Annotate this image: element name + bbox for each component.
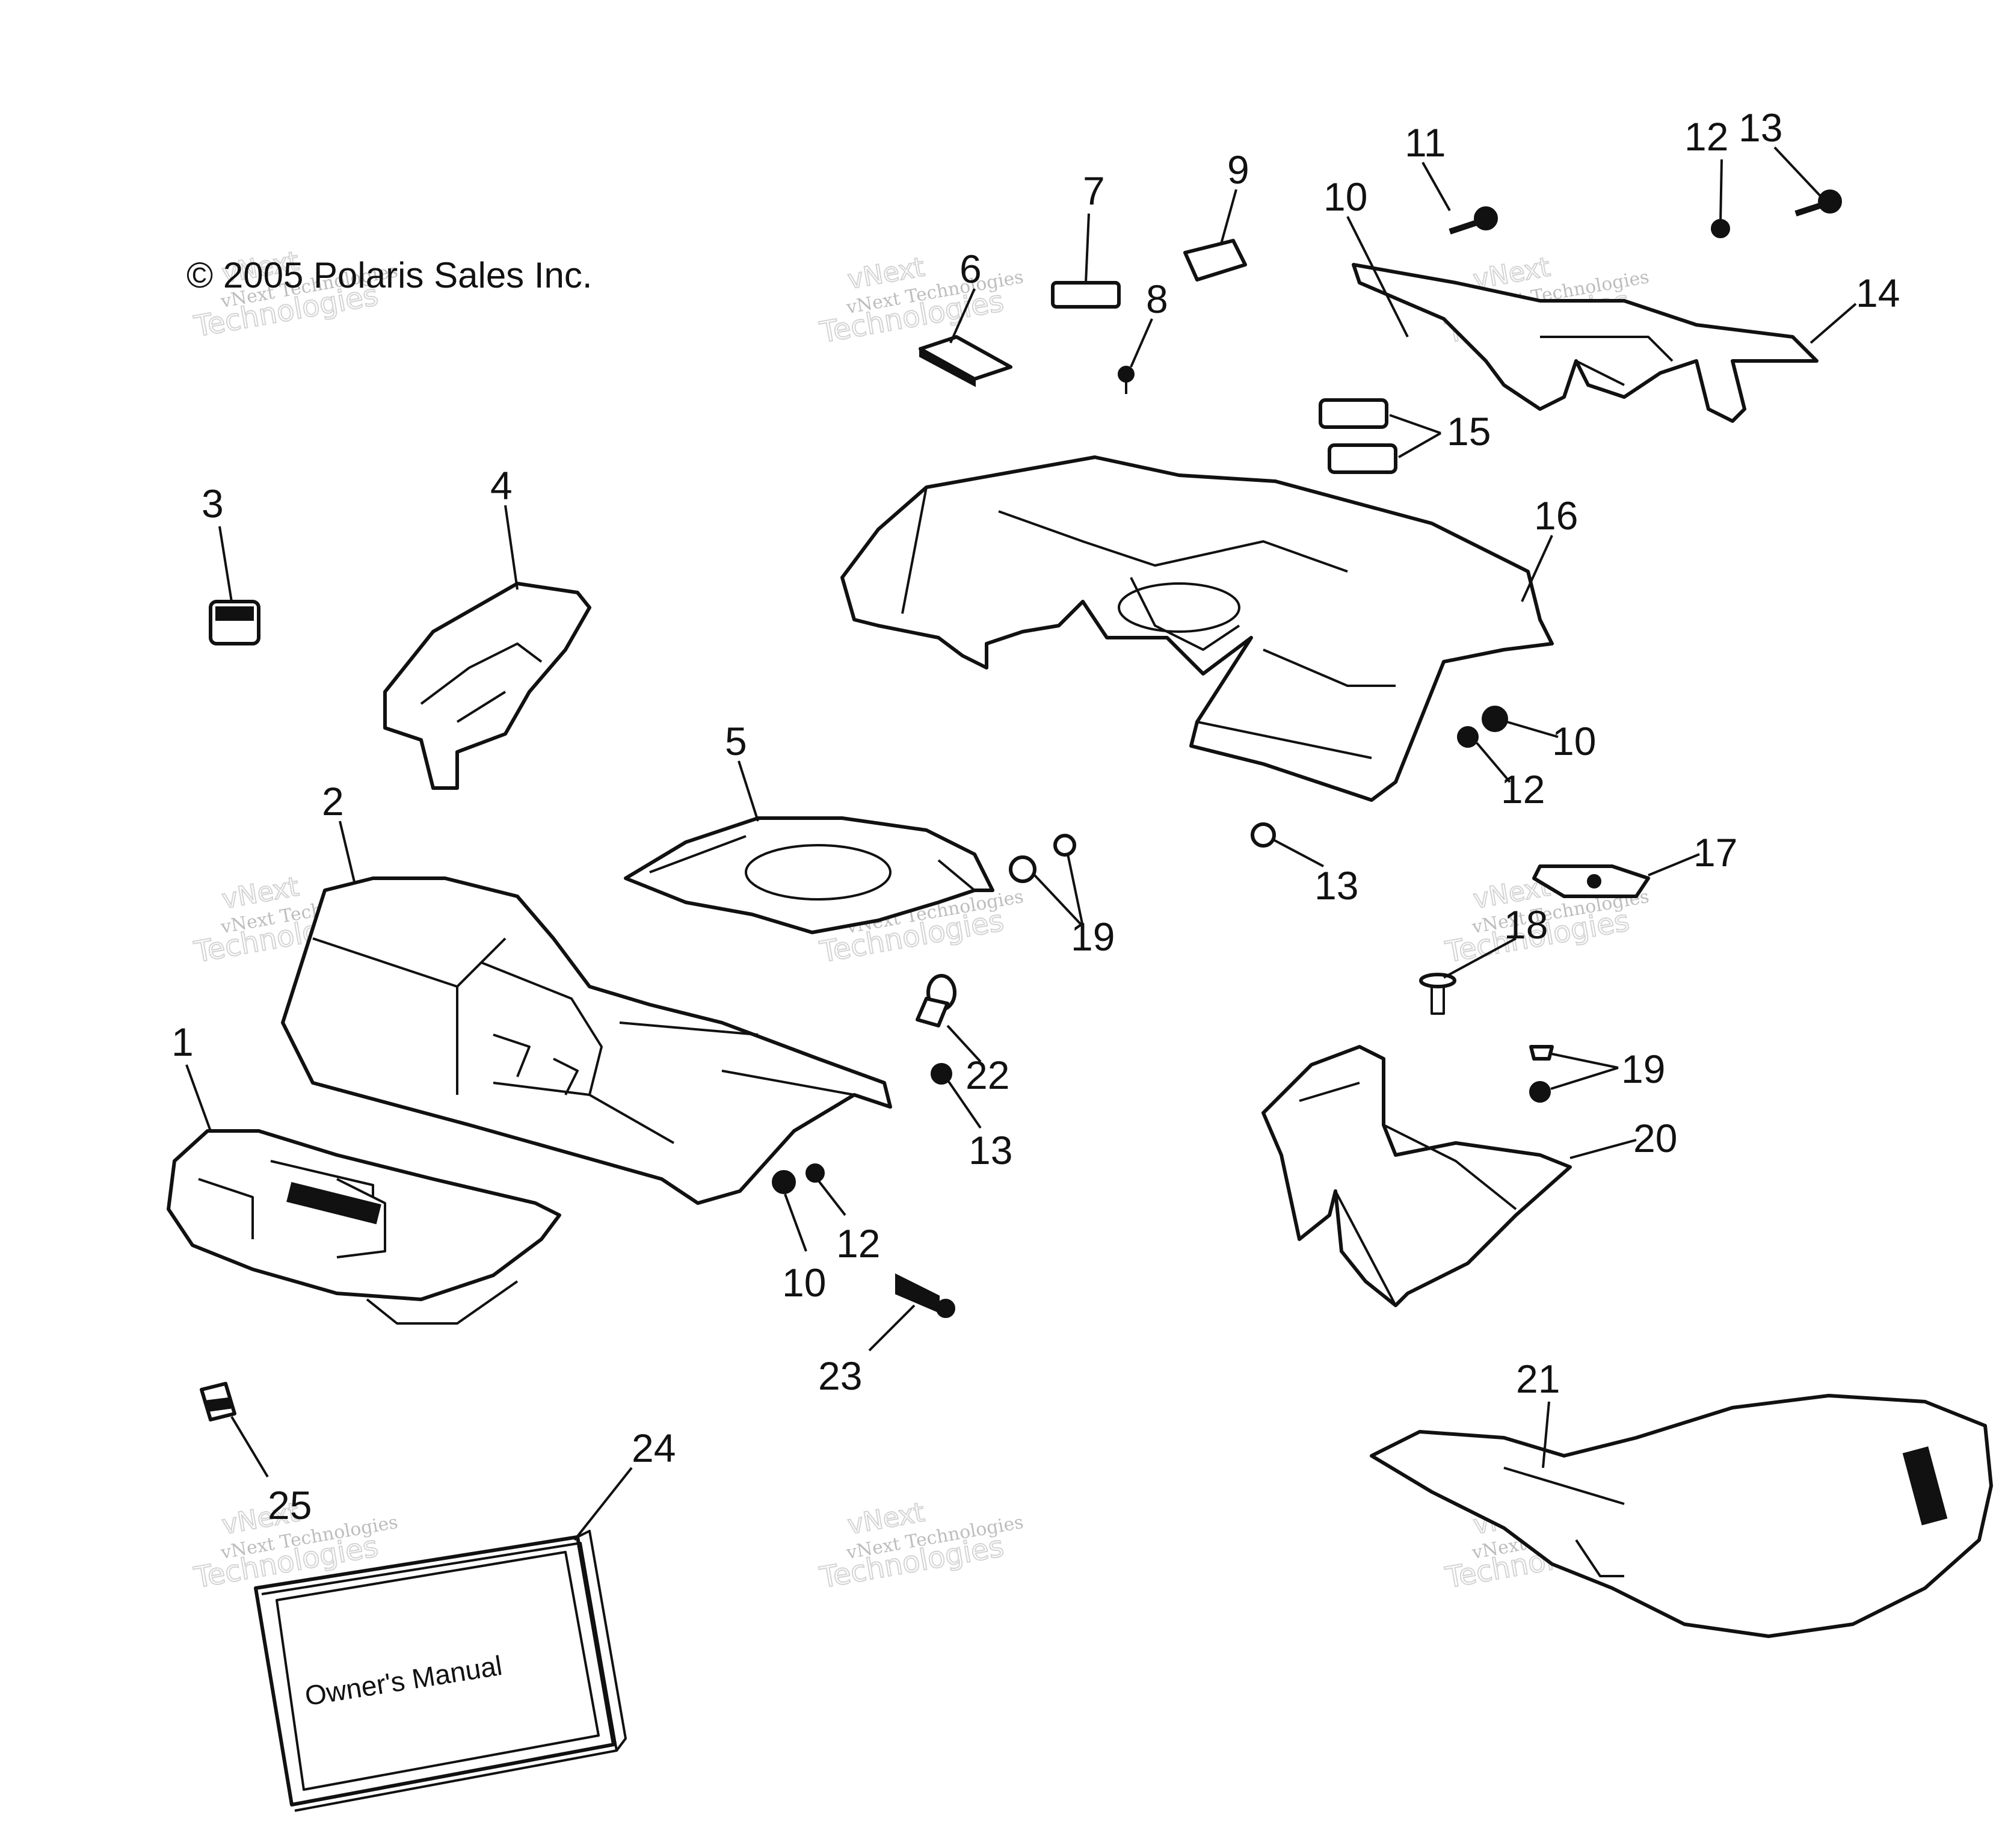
callout-21: 21 bbox=[1516, 1357, 1560, 1401]
part-4-headlight-cover bbox=[383, 582, 591, 790]
part-7-reflector bbox=[1051, 281, 1121, 309]
callout-1: 1 bbox=[171, 1020, 194, 1064]
callout-23: 23 bbox=[818, 1354, 862, 1398]
callout-18: 18 bbox=[1504, 902, 1548, 947]
callout-16: 16 bbox=[1534, 493, 1578, 538]
callout-13-lower: 13 bbox=[969, 1128, 1012, 1172]
part-17-plate bbox=[1532, 864, 1650, 898]
part-2-front-fender bbox=[281, 876, 892, 1205]
callout-4: 4 bbox=[490, 463, 513, 508]
part-13-bolt bbox=[1794, 189, 1842, 217]
callout-5: 5 bbox=[725, 719, 747, 763]
watermark: vNext vNext Technologies Technologies bbox=[816, 251, 1025, 350]
callout-24: 24 bbox=[632, 1426, 676, 1470]
callout-17: 17 bbox=[1693, 830, 1737, 875]
callout-22: 22 bbox=[966, 1053, 1009, 1097]
callout-13-top: 13 bbox=[1739, 105, 1782, 150]
callouts: 1 2 3 4 5 6 7 8 9 10 10 10 11 12 12 12 1… bbox=[171, 105, 1900, 1527]
part-3-cap bbox=[209, 600, 260, 645]
part-12-nut-lower bbox=[805, 1163, 825, 1183]
part-18-screw bbox=[1419, 973, 1456, 1015]
part-22-pin bbox=[916, 974, 956, 1027]
part-15-reflector-pads bbox=[1319, 398, 1397, 474]
callout-20: 20 bbox=[1633, 1116, 1677, 1160]
part-9-reflector bbox=[1183, 239, 1247, 282]
part-13-bolt-lower bbox=[931, 1063, 952, 1085]
callout-14: 14 bbox=[1856, 271, 1900, 315]
part-19-rivets-front bbox=[1009, 834, 1076, 883]
callout-10-rack: 10 bbox=[1323, 174, 1367, 219]
part-5-tank-cover bbox=[624, 816, 994, 934]
callout-12-top: 12 bbox=[1684, 114, 1728, 159]
part-11-bolt bbox=[1449, 206, 1498, 235]
callout-10-fender: 10 bbox=[1552, 719, 1596, 763]
part-25-clip bbox=[200, 1382, 236, 1421]
part-21-seat bbox=[1370, 1394, 1993, 1638]
callout-7: 7 bbox=[1083, 168, 1105, 213]
part-23-bolt bbox=[895, 1273, 955, 1318]
callout-13-fender: 13 bbox=[1314, 863, 1358, 908]
callout-3: 3 bbox=[202, 481, 224, 526]
callout-11: 11 bbox=[1405, 120, 1446, 165]
callout-8: 8 bbox=[1146, 277, 1168, 321]
callout-12-fender: 12 bbox=[1501, 767, 1545, 812]
part-10-rear-rack-bracket bbox=[1352, 263, 1819, 423]
leader-lines bbox=[185, 146, 1857, 1541]
part-10-nut-fender bbox=[1482, 706, 1508, 732]
part-12-nut-fender bbox=[1457, 726, 1479, 748]
callout-19-front: 19 bbox=[1071, 914, 1115, 959]
callout-9: 9 bbox=[1227, 147, 1249, 192]
part-19-rivets-rear bbox=[1529, 1045, 1554, 1103]
part-1-front-bumper bbox=[167, 1129, 561, 1325]
callout-10-lower: 10 bbox=[782, 1260, 826, 1305]
part-10-nut-lower bbox=[772, 1170, 796, 1194]
watermark: vNext vNext Technologies Technologies bbox=[816, 1496, 1025, 1595]
part-12-nut bbox=[1711, 219, 1730, 238]
part-8-screw bbox=[1118, 366, 1135, 394]
callout-2: 2 bbox=[322, 779, 344, 824]
callout-25: 25 bbox=[268, 1483, 312, 1527]
part-20-footwell bbox=[1261, 1045, 1572, 1307]
copyright-notice: © 2005 Polaris Sales Inc. bbox=[186, 255, 593, 295]
part-13-bolt-fender bbox=[1251, 822, 1276, 848]
part-6-reflector bbox=[919, 335, 1012, 387]
callout-15: 15 bbox=[1447, 409, 1491, 454]
callout-12-lower: 12 bbox=[836, 1221, 880, 1266]
callout-19-rear: 19 bbox=[1621, 1047, 1665, 1091]
part-24-owners-manual: Owner's Manual bbox=[254, 1530, 627, 1812]
part-16-rear-fender bbox=[840, 455, 1554, 802]
callout-6: 6 bbox=[959, 247, 982, 291]
